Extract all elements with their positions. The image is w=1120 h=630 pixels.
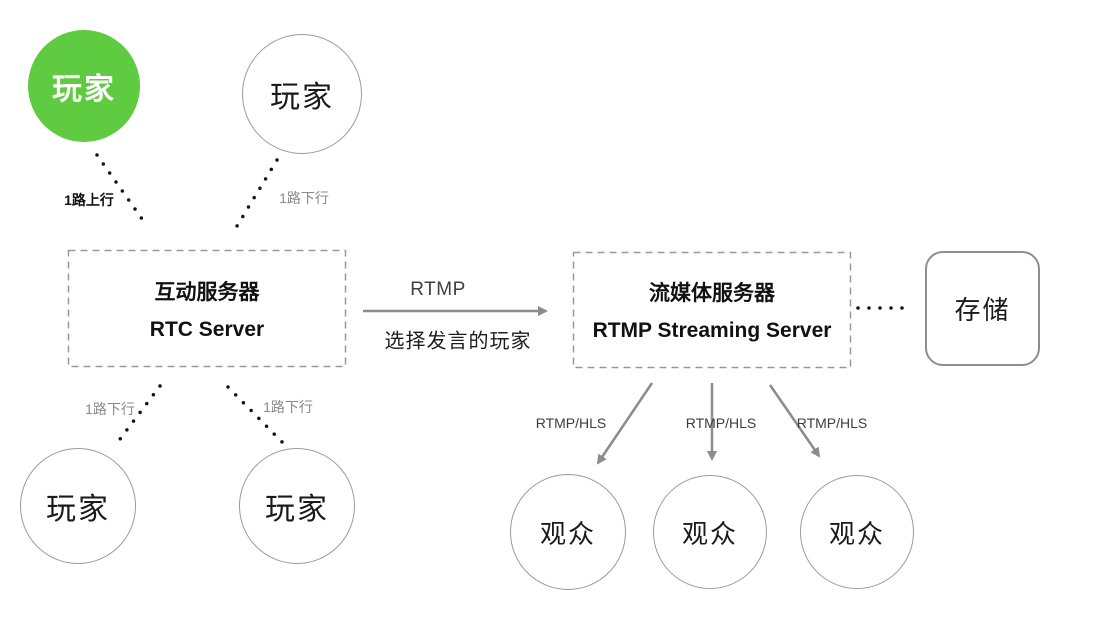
storage-label: 存储 [954, 295, 1011, 325]
node-player-bottom-left-label: 玩家 [46, 493, 110, 526]
uplink-label: 1路上行 [64, 192, 114, 208]
edge-uplink-dotted [95, 153, 149, 228]
rtmp-hls-center-label: RTMP/HLS [685, 415, 757, 431]
rtmp-note-label: 选择发言的玩家 [384, 330, 532, 353]
node-rtc-server: 互动服务器 RTC Server [68, 250, 346, 367]
node-streaming-server: 流媒体服务器 RTMP Streaming Server [573, 252, 851, 368]
rtc-server-box-border [67, 249, 347, 368]
edge-downlink-bottom-left-dotted [112, 384, 162, 449]
edge-downlink-top-dotted [235, 158, 279, 228]
node-player-bottom-right: 玩家 [239, 448, 355, 564]
audience-left-label: 观众 [539, 518, 596, 549]
edge-downlink-bottom-right-dotted [226, 385, 286, 446]
rtmp-hls-right-label: RTMP/HLS [796, 415, 868, 431]
rtc-server-subtitle: RTC Server [149, 317, 265, 341]
edge-rtmp-hls-right-arrow [768, 384, 821, 458]
streaming-server-title: 流媒体服务器 [649, 282, 775, 305]
streaming-server-box-border [572, 251, 852, 369]
node-audience-right: 观众 [800, 475, 914, 589]
node-audience-left: 观众 [510, 474, 626, 590]
rtmp-hls-left-label: RTMP/HLS [535, 415, 607, 431]
node-player-top-label: 玩家 [270, 81, 334, 114]
node-player-active-label: 玩家 [52, 73, 116, 106]
audience-center-label: 观众 [681, 518, 738, 549]
node-audience-center: 观众 [653, 475, 767, 589]
rtc-server-title: 互动服务器 [154, 280, 260, 304]
edge-rtmp-hls-left-arrow [596, 382, 654, 465]
streaming-server-subtitle: RTMP Streaming Server [592, 319, 832, 342]
downlink-top-label: 1路下行 [279, 190, 329, 206]
rtmp-label: RTMP [410, 279, 466, 300]
node-player-top: 玩家 [242, 34, 362, 154]
node-storage: 存储 [925, 251, 1040, 366]
node-player-bottom-right-label: 玩家 [265, 493, 329, 526]
node-player-bottom-left: 玩家 [20, 448, 136, 564]
downlink-bottom-right-label: 1路下行 [263, 399, 313, 415]
downlink-bottom-left-label: 1路下行 [85, 401, 135, 417]
audience-right-label: 观众 [828, 518, 885, 549]
node-player-active: 玩家 [28, 30, 140, 142]
